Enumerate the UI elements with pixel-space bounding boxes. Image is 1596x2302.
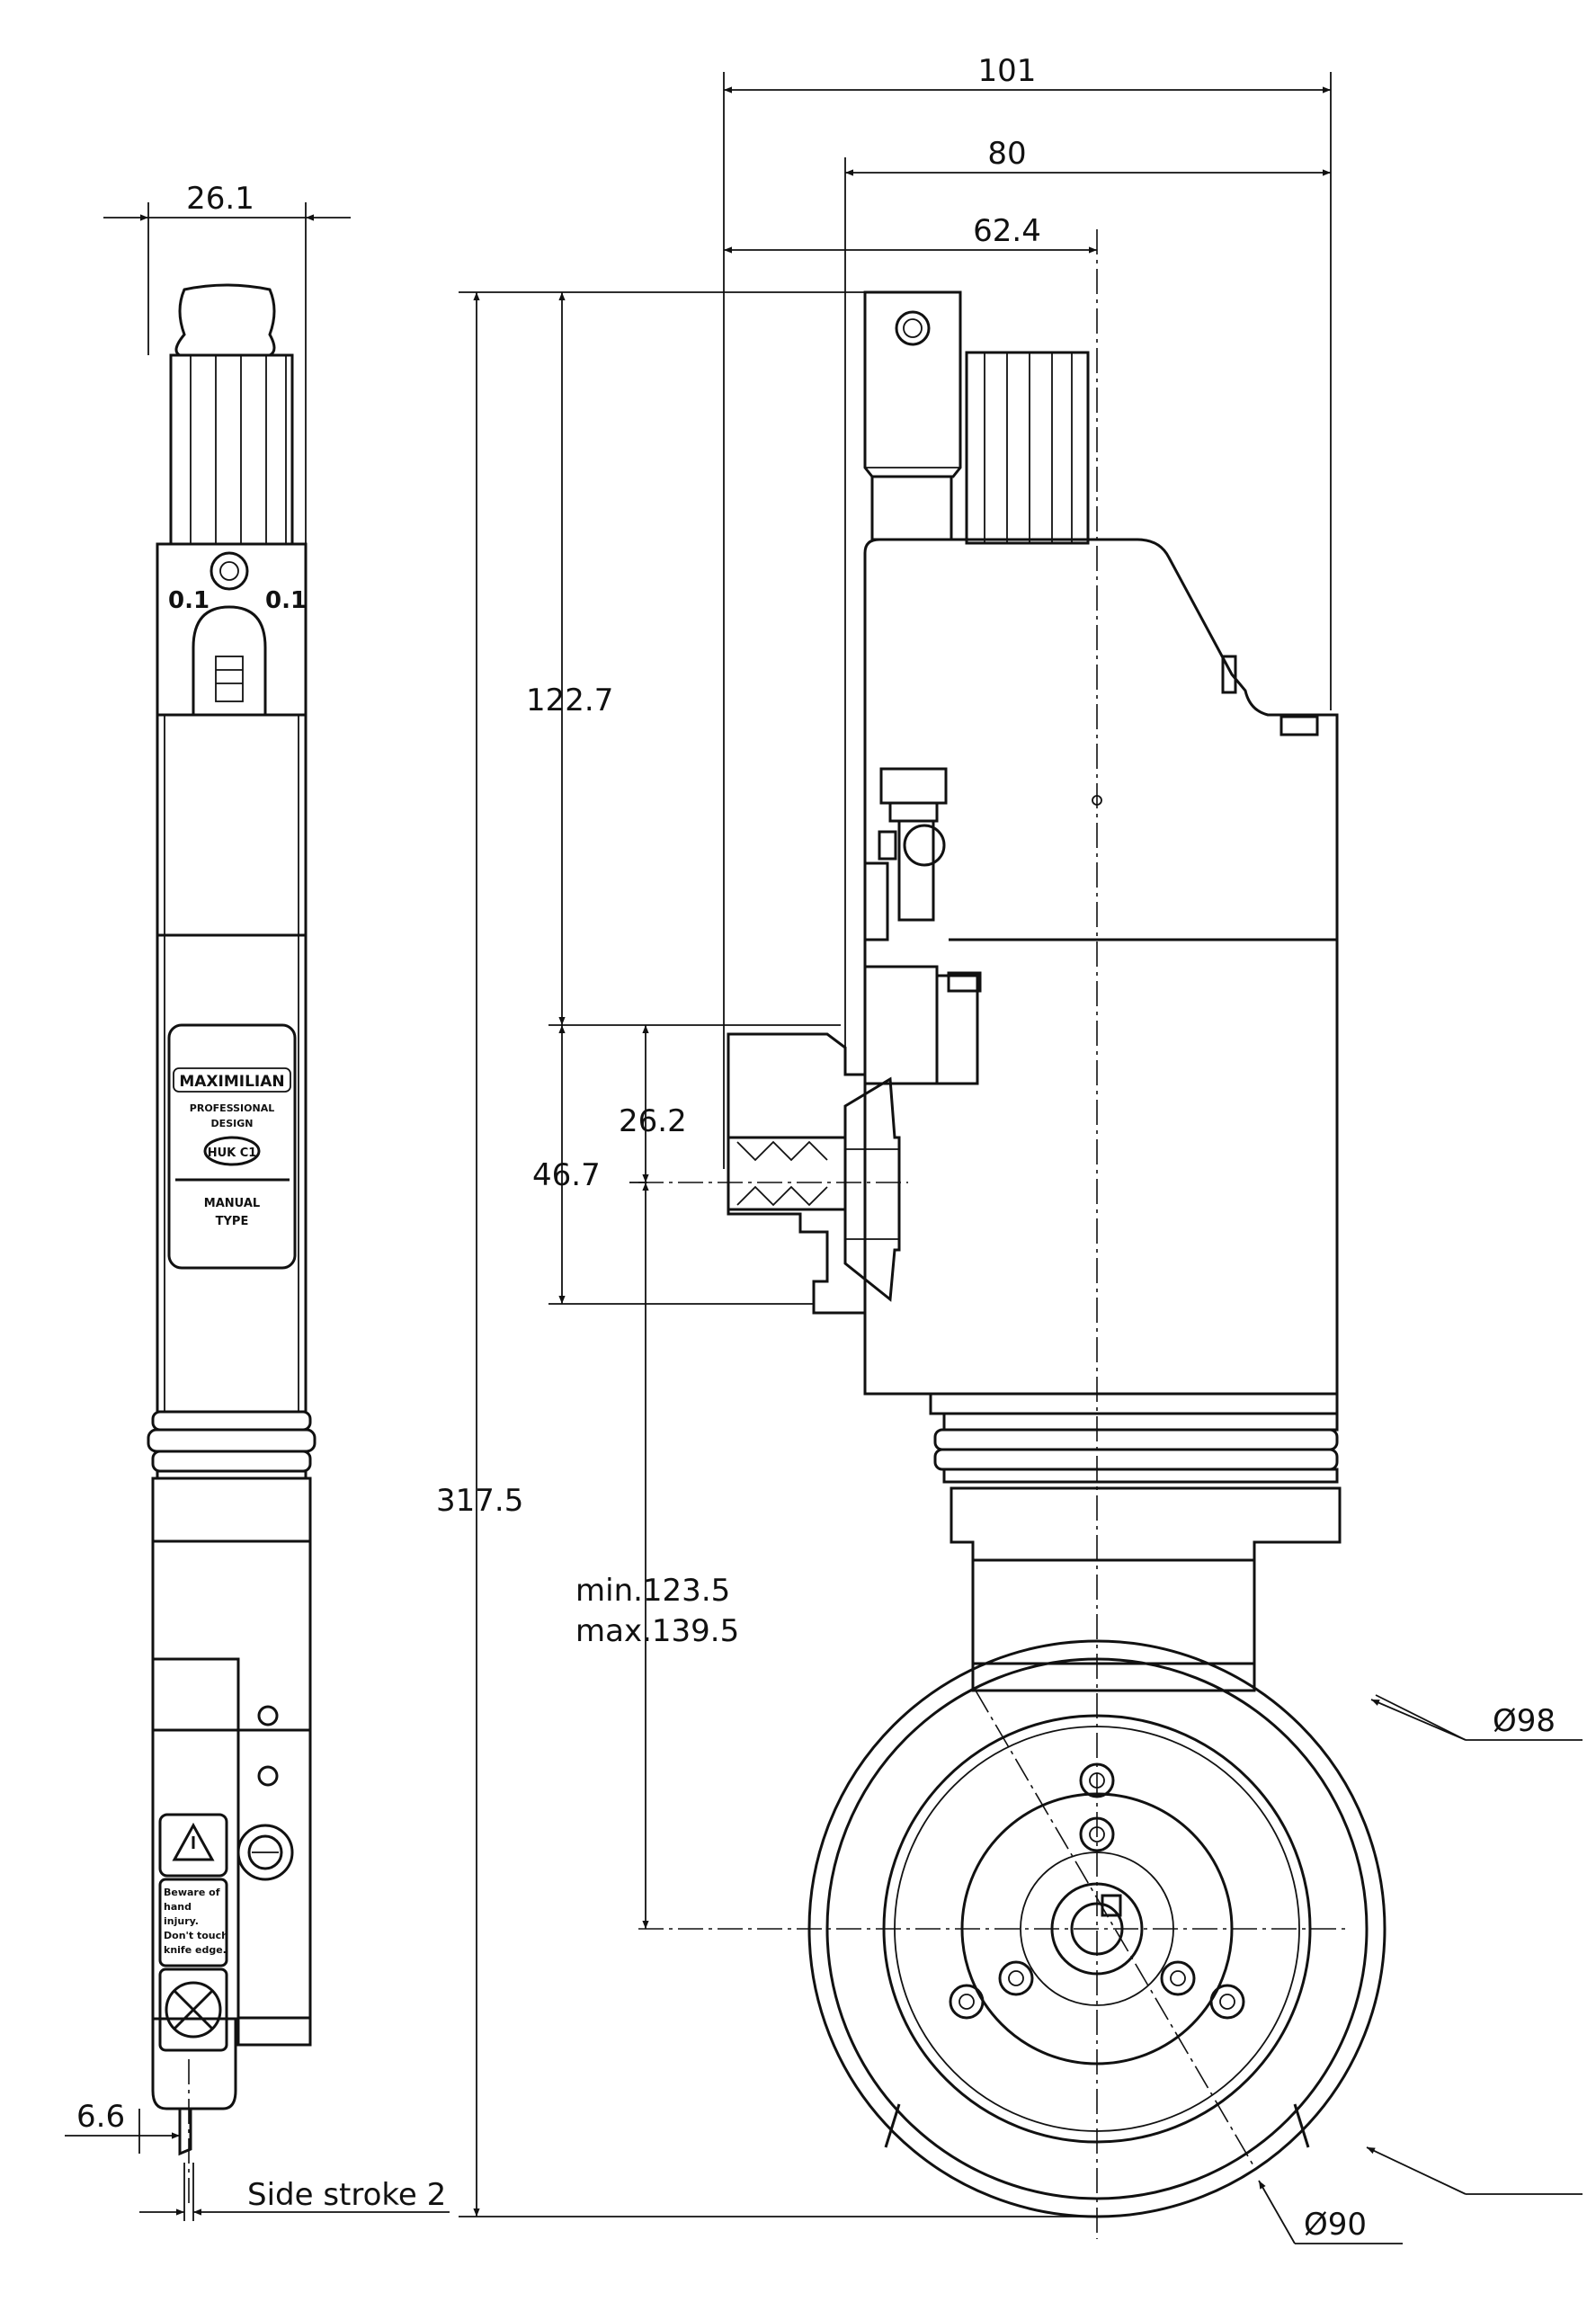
plate-line1: PROFESSIONAL <box>190 1102 274 1114</box>
side-knob-cap <box>174 283 276 357</box>
plate-type2: TYPE <box>216 1215 249 1228</box>
side-knurl-body <box>169 353 294 546</box>
plate-brand: MAXIMILIAN <box>179 1073 284 1091</box>
front-view <box>638 229 1386 2239</box>
side-fitting <box>215 656 244 702</box>
front-fitting <box>879 767 948 805</box>
front-collar <box>950 1486 1342 1562</box>
dim-overall-width: 101 <box>978 53 1037 89</box>
front-anvil-mount <box>863 965 939 1085</box>
dim-anvil-small: 26.2 <box>619 1103 687 1139</box>
dim-side-stroke: Side stroke 2 <box>247 2177 446 2213</box>
dimension-text: 101 80 62.4 26.1 122.7 26.2 46.7 317.5 m… <box>76 53 1556 2243</box>
front-main-body <box>863 538 1339 1396</box>
plate-type1: MANUAL <box>204 1197 260 1210</box>
warning-line3: injury. <box>164 1915 199 1927</box>
dim-dia-outer: Ø98 <box>1493 1703 1556 1739</box>
dim-top-to-anvil: 122.7 <box>526 683 613 718</box>
side-window <box>192 605 267 715</box>
side-lock-knob-icon <box>236 1824 294 1881</box>
name-plate <box>167 1023 297 1270</box>
dim-overall-height: 317.5 <box>436 1483 523 1519</box>
warning-triangle-icon <box>172 1822 215 1861</box>
side-head-block <box>156 542 308 717</box>
warning-line2: hand <box>164 1901 192 1913</box>
warning-sticker <box>158 1813 228 1878</box>
dim-range-max: max.139.5 <box>575 1613 739 1649</box>
front-bracket-screw-icon <box>895 310 931 346</box>
side-lower-collar <box>151 1477 312 1543</box>
side-view: 0.1 0.1 MAXIMILIAN PROFESSIONAL DESIGN H… <box>147 283 317 2208</box>
warning-line5: knife edge. <box>164 1944 227 1956</box>
no-touch-icon <box>165 1981 222 2039</box>
side-head-screw-icon <box>210 551 249 591</box>
dim-body-width: 80 <box>987 136 1026 172</box>
plate-model: HUK C1 <box>208 1147 257 1160</box>
warning-line1: Beware of <box>164 1887 220 1898</box>
dim-axis-offset: 62.4 <box>973 213 1041 249</box>
warning-line4: Don't touch <box>164 1930 228 1941</box>
dim-side-width: 26.1 <box>186 181 254 217</box>
dim-blade-offset: 6.6 <box>76 2099 125 2135</box>
side-main-body <box>156 713 308 1414</box>
front-knurl-knob <box>965 351 1090 545</box>
dim-dia-inner: Ø90 <box>1304 2207 1367 2243</box>
dimension-lines <box>65 72 1583 2244</box>
scale-label-left: 0.1 <box>168 587 210 614</box>
front-anvil-roller <box>727 1136 847 1211</box>
dim-anvil-large: 46.7 <box>532 1157 601 1193</box>
dim-range-min: min.123.5 <box>575 1573 730 1609</box>
scale-label-right: 0.1 <box>265 587 307 614</box>
side-blade <box>178 2109 192 2156</box>
plate-line2: DESIGN <box>211 1118 254 1129</box>
